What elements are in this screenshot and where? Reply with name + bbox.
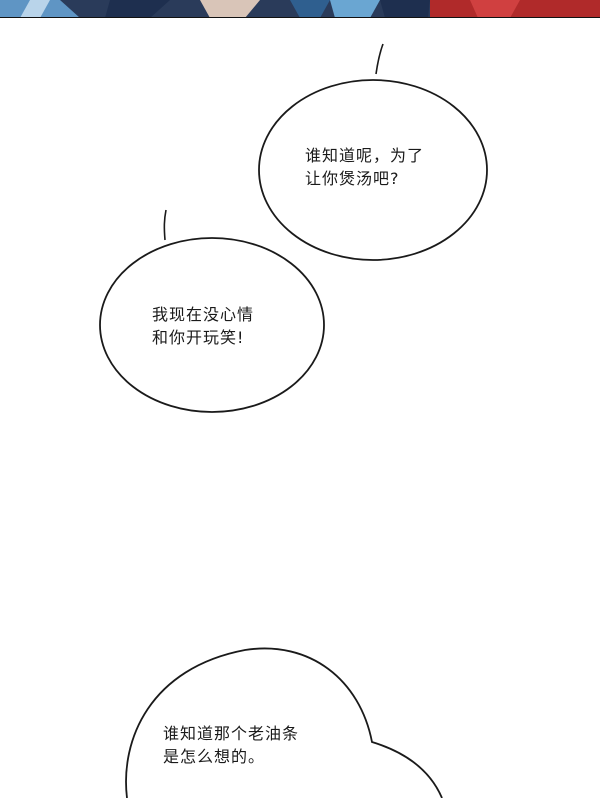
- bubble-line: 和你开玩笑!: [152, 328, 245, 347]
- speech-bubble-2-text: 我现在没心情 和你开玩笑!: [152, 303, 254, 349]
- bubble-line: 我现在没心情: [152, 305, 255, 324]
- previous-panel-strip: [0, 0, 600, 18]
- speech-bubble-3: [125, 647, 443, 798]
- bubble-line: 是怎么想的。: [163, 747, 266, 766]
- speech-bubble-1: [258, 43, 488, 261]
- bubble-line: 谁知道呢，为了: [305, 146, 425, 165]
- speech-bubble-1-text: 谁知道呢，为了 让你煲汤吧?: [305, 144, 424, 190]
- speech-bubble-3-text: 谁知道那个老油条 是怎么想的。: [163, 722, 299, 768]
- bubble-line: 让你煲汤吧?: [305, 169, 400, 188]
- bubble-line: 谁知道那个老油条: [163, 724, 300, 743]
- speech-bubble-2: [99, 209, 325, 413]
